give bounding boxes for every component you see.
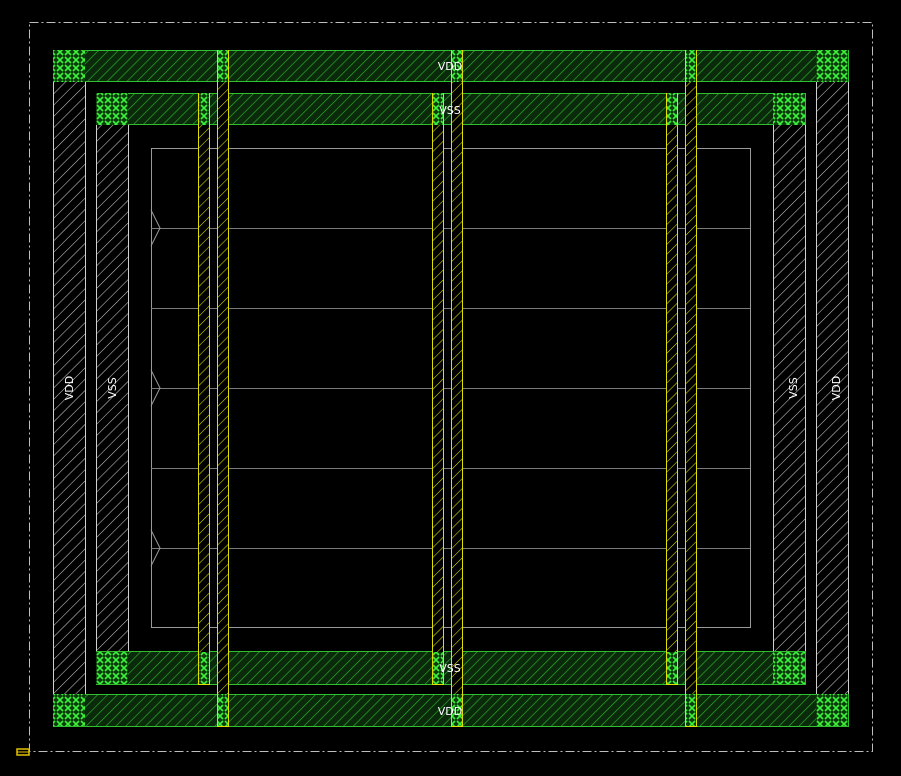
row-orientation-marker bbox=[150, 209, 161, 247]
via-array bbox=[218, 694, 228, 726]
row-orientation-marker bbox=[150, 529, 161, 567]
via-array bbox=[452, 50, 462, 82]
origin-marker-icon bbox=[16, 748, 30, 756]
via-array bbox=[773, 93, 805, 125]
vdd-ring-left bbox=[53, 81, 86, 695]
vss-label-bottom: VSS bbox=[439, 662, 461, 675]
power-stripes bbox=[198, 50, 697, 727]
via-array bbox=[433, 652, 443, 684]
via-array bbox=[53, 694, 85, 726]
vss-label-top: VSS bbox=[439, 104, 461, 117]
vss-stripe bbox=[666, 93, 678, 685]
vdd-stripe bbox=[685, 50, 697, 727]
die-boundary bbox=[29, 22, 873, 752]
vdd-stripe bbox=[451, 50, 463, 727]
vss-stripe bbox=[198, 93, 210, 685]
via-array bbox=[452, 694, 462, 726]
vdd-label-right: VDD bbox=[830, 376, 843, 400]
vdd-ring-right bbox=[816, 81, 849, 695]
via-array bbox=[686, 50, 696, 82]
via-array bbox=[96, 652, 128, 684]
row-orientation-marker bbox=[150, 369, 161, 407]
via-array bbox=[53, 50, 85, 82]
vss-stripe bbox=[432, 93, 444, 685]
vdd-label-bottom: VDD bbox=[438, 705, 462, 718]
vdd-stripe bbox=[217, 50, 229, 727]
via-array bbox=[667, 652, 677, 684]
via-array bbox=[816, 50, 848, 82]
via-array bbox=[96, 93, 128, 125]
via-arrays bbox=[53, 50, 848, 726]
net-labels: VDD VSS VSS VDD VDD VSS VSS VDD bbox=[63, 60, 843, 718]
via-array bbox=[199, 93, 209, 125]
via-array bbox=[667, 93, 677, 125]
via-array bbox=[218, 50, 228, 82]
via-array bbox=[773, 652, 805, 684]
core-area bbox=[150, 148, 751, 628]
ring-vertical-segments bbox=[53, 81, 849, 695]
via-array bbox=[199, 652, 209, 684]
via-array bbox=[433, 93, 443, 125]
via-array bbox=[686, 694, 696, 726]
vss-ring-left bbox=[96, 124, 129, 652]
vss-label-right: VSS bbox=[787, 377, 800, 399]
vss-ring-right bbox=[773, 124, 806, 652]
vss-label-left: VSS bbox=[106, 377, 119, 399]
via-array bbox=[816, 694, 848, 726]
vdd-label-top: VDD bbox=[438, 60, 462, 73]
vdd-label-left: VDD bbox=[63, 376, 76, 400]
